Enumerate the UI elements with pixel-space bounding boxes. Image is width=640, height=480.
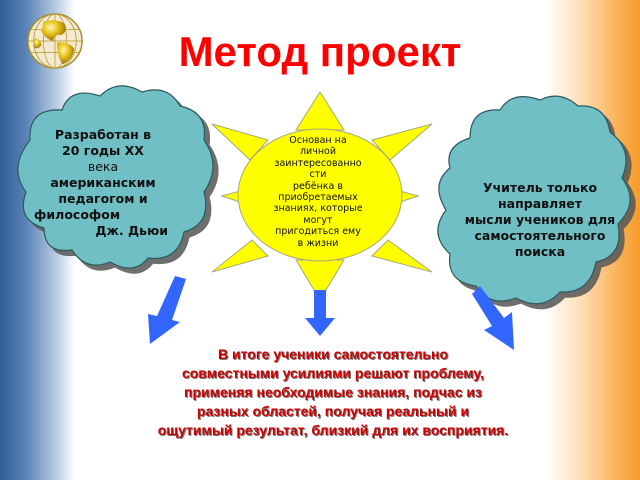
- sun-line: знаниях, которые: [273, 203, 363, 215]
- left-cloud-line: педагогом и: [58, 191, 148, 206]
- globe-icon: [27, 13, 83, 69]
- sun-line: личной: [299, 146, 337, 158]
- sun-line: в жизни: [297, 237, 339, 249]
- left-cloud-line: американским: [50, 175, 156, 190]
- sun-line: ребёнка в: [293, 180, 343, 192]
- sun-center: [237, 128, 403, 262]
- right-cloud: [437, 95, 631, 305]
- arrow-center: [305, 290, 335, 336]
- left-cloud: [17, 85, 214, 269]
- conclusion-line: разных областей, получая реальный и: [196, 403, 470, 419]
- sun-line: могут: [303, 214, 333, 226]
- sun-line: Основан на: [289, 135, 347, 146]
- right-cloud-line: Учитель только: [482, 180, 598, 195]
- conclusion-line: применяя необходимые знания, подчас из: [184, 384, 482, 400]
- sun-line: сти: [309, 169, 327, 181]
- right-cloud-line: поиска: [514, 244, 566, 259]
- right-cloud-line: самостоятельного: [474, 228, 606, 243]
- left-cloud-text: Разработан в 20 годы XX века американски…: [28, 127, 178, 239]
- right-cloud-text: Учитель только направляет мысли учеников…: [440, 180, 640, 260]
- arrow-left: [148, 276, 186, 344]
- left-cloud-line: Разработан в: [54, 127, 152, 142]
- conclusion-line: В итоге ученики самостоятельно: [217, 346, 449, 362]
- slide-title: Метод проект: [178, 28, 462, 75]
- sun-line: приобретаемых: [278, 192, 358, 204]
- left-cloud-line: философом: [34, 207, 121, 222]
- sun-text: Основан на личной заинтересованно сти ре…: [248, 135, 388, 249]
- sun-line: пригодиться ему: [275, 226, 361, 238]
- sun-line: заинтересованно: [274, 157, 362, 169]
- left-cloud-line: 20 годы XX: [62, 143, 144, 158]
- left-cloud-line: Дж. Дьюи: [95, 223, 168, 238]
- conclusion-line: ощутимый результат, близкий для их воспр…: [157, 422, 509, 438]
- right-cloud-line: мысли учеников для: [464, 212, 616, 227]
- right-cloud-line: направляет: [498, 196, 582, 211]
- left-cloud-line: века: [87, 159, 119, 174]
- conclusion-line: совместными усилиями решают проблему,: [181, 365, 485, 381]
- arrow-right: [472, 286, 514, 350]
- conclusion-text: В итоге ученики самостоятельно совместны…: [90, 345, 576, 440]
